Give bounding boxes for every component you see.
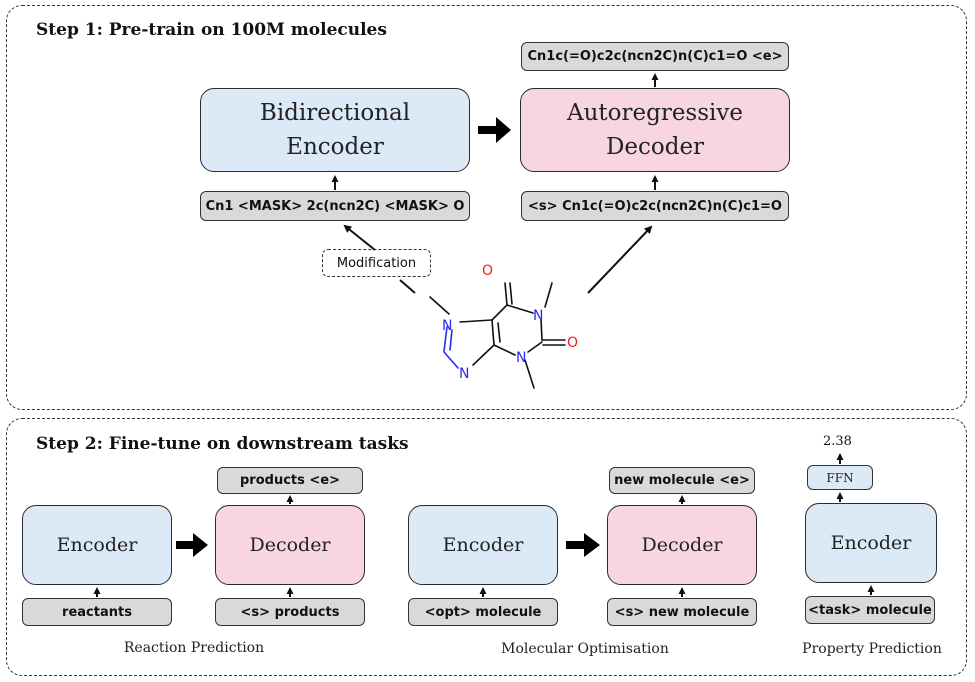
- optimisation-decoder-label: Decoder: [641, 534, 723, 556]
- caffeine-molecule: [429, 282, 566, 389]
- step1-title: Step 1: Pre-train on 100M molecules: [36, 20, 387, 40]
- ffn-box: FFN: [807, 465, 873, 490]
- step1-decoder-output: Cn1c(=O)c2c(ncn2C)n(C)c1=O <e>: [521, 42, 789, 71]
- optimisation-decoder: Decoder: [607, 505, 757, 585]
- property-output-value: 2.38: [823, 434, 852, 449]
- reaction-encoder: Encoder: [22, 505, 172, 585]
- atom-n7: N: [442, 318, 452, 334]
- optimisation-encoder-input: <opt> molecule: [408, 598, 558, 626]
- arrow-modification-to-input: [343, 224, 376, 251]
- optimisation-encoder-label: Encoder: [442, 534, 524, 556]
- arrow-molecule-to-dec-input: [587, 225, 653, 294]
- optimisation-decoder-input: <s> new molecule: [607, 598, 757, 626]
- modification-box: Modification: [322, 249, 431, 277]
- bidirectional-encoder-label: Bidirectional Encoder: [259, 100, 411, 160]
- step2-title: Step 2: Fine-tune on downstream tasks: [36, 434, 409, 454]
- thick-arrow-optimisation: [566, 533, 600, 557]
- property-encoder: Encoder: [805, 503, 937, 583]
- atom-o-top: O: [482, 263, 493, 279]
- atom-n3: N: [516, 350, 526, 366]
- property-caption: Property Prediction: [802, 641, 942, 657]
- autoregressive-decoder-label: Autoregressive Decoder: [566, 100, 743, 160]
- optimisation-caption: Molecular Optimisation: [501, 641, 669, 657]
- bidirectional-encoder: Bidirectional Encoder: [200, 88, 470, 172]
- arrow-molecule-to-modification: [399, 279, 416, 294]
- reaction-decoder: Decoder: [215, 505, 365, 585]
- step1-encoder-input: Cn1 <MASK> 2c(ncn2C) <MASK> O: [200, 191, 470, 221]
- atom-n1: N: [533, 308, 543, 324]
- step1-decoder-input: <s> Cn1c(=O)c2c(ncn2C)n(C)c1=O: [521, 191, 789, 221]
- atom-o-right: O: [567, 335, 578, 351]
- autoregressive-decoder: Autoregressive Decoder: [520, 88, 790, 172]
- property-input: <task> molecule: [805, 596, 935, 624]
- reaction-encoder-label: Encoder: [56, 534, 138, 556]
- reaction-decoder-label: Decoder: [249, 534, 331, 556]
- step1-panel: [6, 5, 967, 410]
- property-encoder-label: Encoder: [830, 532, 912, 554]
- step2-panel: [6, 418, 967, 676]
- reaction-decoder-output: products <e>: [217, 467, 363, 494]
- reaction-encoder-input: reactants: [22, 598, 172, 626]
- reaction-decoder-input: <s> products: [215, 598, 365, 626]
- reaction-caption: Reaction Prediction: [123, 640, 265, 656]
- optimisation-encoder: Encoder: [408, 505, 558, 585]
- atom-n9: N: [459, 366, 469, 382]
- thick-arrow-step1: [478, 117, 511, 143]
- thick-arrow-reaction: [176, 533, 208, 557]
- optimisation-decoder-output: new molecule <e>: [609, 467, 755, 494]
